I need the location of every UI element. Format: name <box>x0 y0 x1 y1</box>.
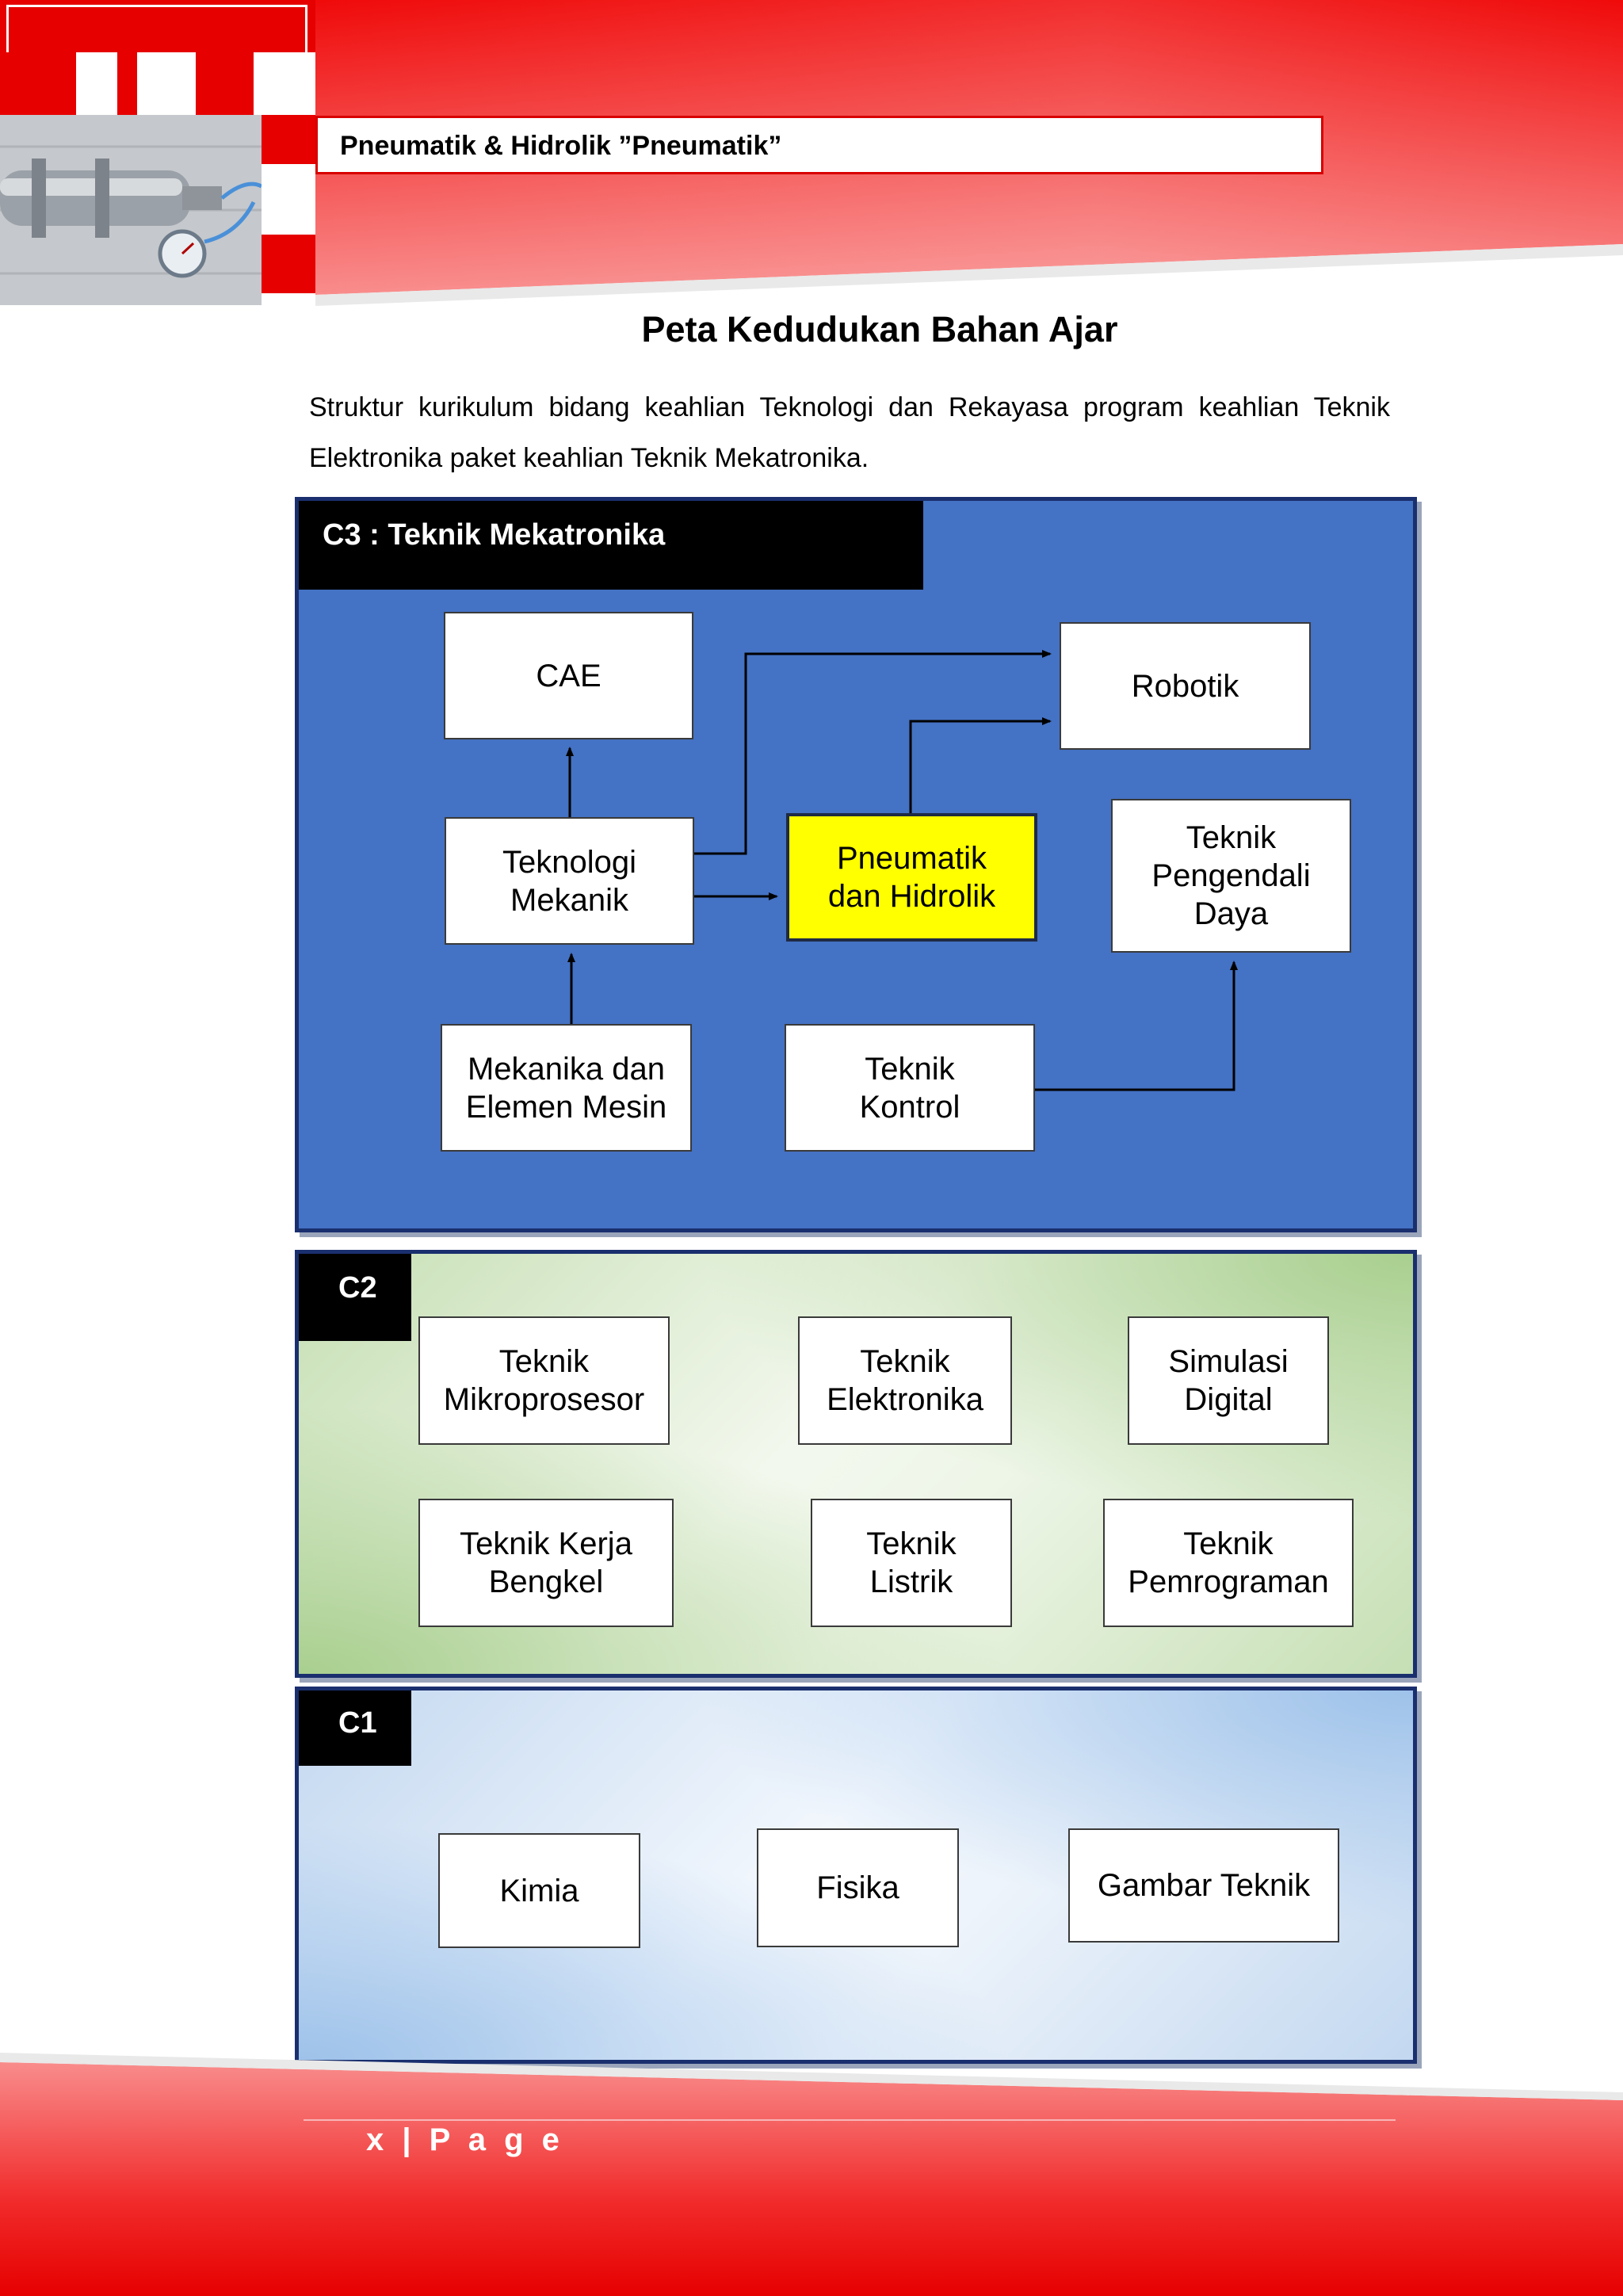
node-mekanika-elemen-mesin: Mekanika dan Elemen Mesin <box>441 1024 692 1152</box>
node-kimia: Kimia <box>438 1833 640 1948</box>
intro-paragraph: Struktur kurikulum bidang keahlian Tekno… <box>309 392 1390 473</box>
node-teknik-elektronika: Teknik Elektronika <box>798 1316 1012 1445</box>
logo-square <box>262 235 315 293</box>
logo-square <box>76 52 117 115</box>
node-teknik-pengendali-daya: Teknik Pengendali Daya <box>1111 799 1351 953</box>
logo-square <box>262 115 315 164</box>
header-title: Pneumatik & Hidrolik ”Pneumatik” <box>340 131 782 161</box>
logo-square <box>137 52 196 115</box>
node-cae: CAE <box>444 612 693 739</box>
page-number-label: x | P a g e <box>366 2122 564 2157</box>
panel-c3-label: C3 : Teknik Mekatronika <box>299 501 923 590</box>
pneumatic-cylinder-icon <box>0 115 262 305</box>
node-fisika: Fisika <box>757 1828 959 1947</box>
page-header: Pneumatik & Hidrolik ”Pneumatik” <box>0 0 1623 317</box>
node-gambar-teknik: Gambar Teknik <box>1068 1828 1339 1943</box>
node-teknik-pemrograman: Teknik Pemrograman <box>1103 1499 1354 1627</box>
node-robotik: Robotik <box>1060 622 1311 750</box>
node-teknik-mikroprosesor: Teknik Mikroprosesor <box>418 1316 670 1445</box>
logo-square <box>262 174 315 235</box>
footer-divider <box>304 2119 1396 2121</box>
node-teknik-listrik: Teknik Listrik <box>811 1499 1012 1627</box>
panel-c2-label: C2 <box>299 1254 411 1341</box>
panel-c1-label: C1 <box>299 1690 411 1766</box>
node-simulasi-digital: Simulasi Digital <box>1128 1316 1329 1445</box>
node-teknologi-mekanik: Teknologi Mekanik <box>445 817 694 945</box>
node-pneumatik-hidrolik: Pneumatik dan Hidrolik <box>786 813 1037 942</box>
node-teknik-kerja-bengkel: Teknik Kerja Bengkel <box>418 1499 674 1627</box>
header-pneumatic-photo <box>0 115 262 305</box>
logo-square <box>254 52 315 115</box>
header-title-box: Pneumatik & Hidrolik ”Pneumatik” <box>315 116 1323 174</box>
logo-square <box>6 5 307 52</box>
page-footer <box>0 2053 1623 2296</box>
node-teknik-kontrol: Teknik Kontrol <box>785 1024 1035 1152</box>
page-heading: Peta Kedudukan Bahan Ajar <box>641 309 1118 350</box>
